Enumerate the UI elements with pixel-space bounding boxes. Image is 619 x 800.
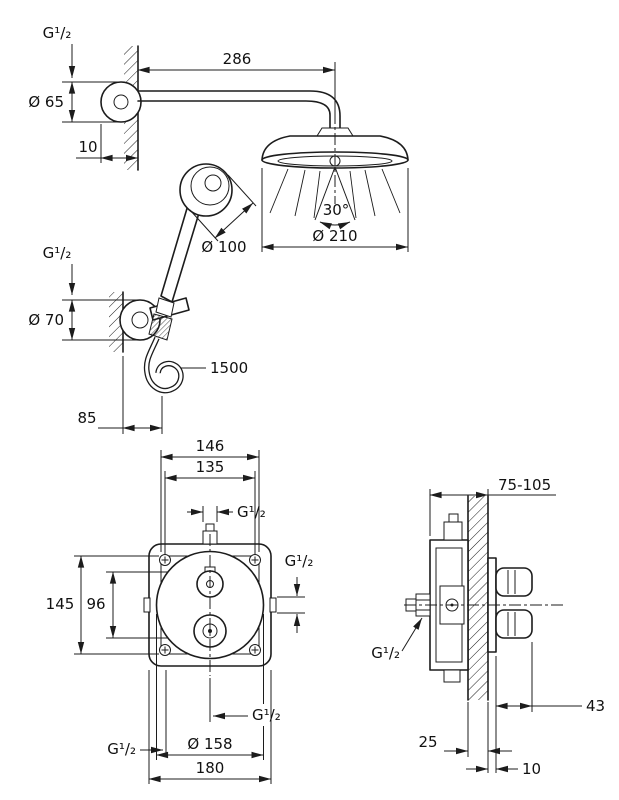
- hand-shower: [160, 163, 233, 303]
- shower-hose: [143, 336, 184, 394]
- dim-flange-diameter: Ø 65: [28, 93, 64, 111]
- dim-arm-length: 286: [223, 50, 252, 68]
- dim-box-width: 146: [196, 437, 225, 455]
- dim-front-bottom-center-thread: G¹/₂: [252, 706, 281, 724]
- dimensions-side-view: 75-105 G¹/₂ 43 25 10: [371, 476, 605, 778]
- wall-section-side: [468, 496, 488, 700]
- dim-front-depth: 25: [418, 733, 437, 751]
- hose-knurl-nut: [148, 313, 173, 341]
- corner-screws: [159, 554, 261, 656]
- dim-install-depth: 75-105: [498, 476, 551, 494]
- dim-front-top-thread: G¹/₂: [237, 503, 266, 521]
- dim-head-diameter: Ø 210: [312, 227, 357, 245]
- top-elbow: [443, 521, 463, 541]
- dim-side-thread: G¹/₂: [371, 644, 400, 662]
- wall-union-flange: [100, 81, 142, 123]
- dim-hand-shower-diameter: Ø 100: [201, 238, 246, 256]
- dim-wall-layer: 10: [522, 760, 541, 778]
- valve-side-view: 75-105 G¹/₂ 43 25 10: [371, 476, 605, 778]
- shower-arm: [137, 90, 354, 137]
- hose-nut: [155, 297, 175, 318]
- dim-wall-offset: 10: [78, 138, 97, 156]
- shower-assembly-view: G¹/₂ Ø 65 10 286 30° Ø 100 Ø 210 G¹/₂ Ø …: [28, 24, 409, 434]
- dim-plate-width: 180: [196, 759, 225, 777]
- hand-shower-handle: [160, 204, 200, 303]
- bottom-elbow: [443, 669, 461, 683]
- top-port-stub: [205, 523, 215, 532]
- upper-knob-side: [495, 567, 533, 597]
- left-tab: [143, 597, 151, 613]
- angle-arc: [319, 221, 351, 230]
- wall-bracket: [109, 291, 190, 353]
- hand-shower-head: [179, 163, 233, 217]
- dim-box-height: 145: [46, 595, 75, 613]
- dim-front-bottom-left-thread: G¹/₂: [107, 740, 136, 758]
- dim-front-right-thread: G¹/₂: [285, 552, 314, 570]
- dim-bracket-diameter: Ø 70: [28, 311, 64, 329]
- wall-hatch-lower: [109, 292, 123, 352]
- dim-bracket-thread: G¹/₂: [43, 244, 72, 262]
- dim-hose-length: 1500: [210, 359, 248, 377]
- dim-knob-projection: 43: [586, 697, 605, 715]
- dimensions-front-view: 146 135 G¹/₂ G¹/₂ 145 96 G¹/₂ G¹/₂ Ø 158…: [46, 437, 314, 784]
- lower-knob-side: [495, 609, 533, 639]
- dim-top-thread: G¹/₂: [43, 24, 72, 42]
- dim-screw-spacing: 135: [196, 458, 225, 476]
- dim-spray-angle: 30°: [323, 201, 350, 219]
- dim-wall-to-hose: 85: [77, 409, 96, 427]
- right-tab: [269, 597, 277, 613]
- dimensions-shower-view: G¹/₂ Ø 65 10 286 30° Ø 100 Ø 210 G¹/₂ Ø …: [28, 24, 409, 434]
- dim-trim-diameter: Ø 158: [187, 735, 232, 753]
- valve-body-side: [405, 513, 469, 683]
- dim-port-spacing: 96: [86, 595, 105, 613]
- spray-pattern: [269, 112, 401, 230]
- valve-front-view: 146 135 G¹/₂ G¹/₂ 145 96 G¹/₂ G¹/₂ Ø 158…: [46, 437, 314, 784]
